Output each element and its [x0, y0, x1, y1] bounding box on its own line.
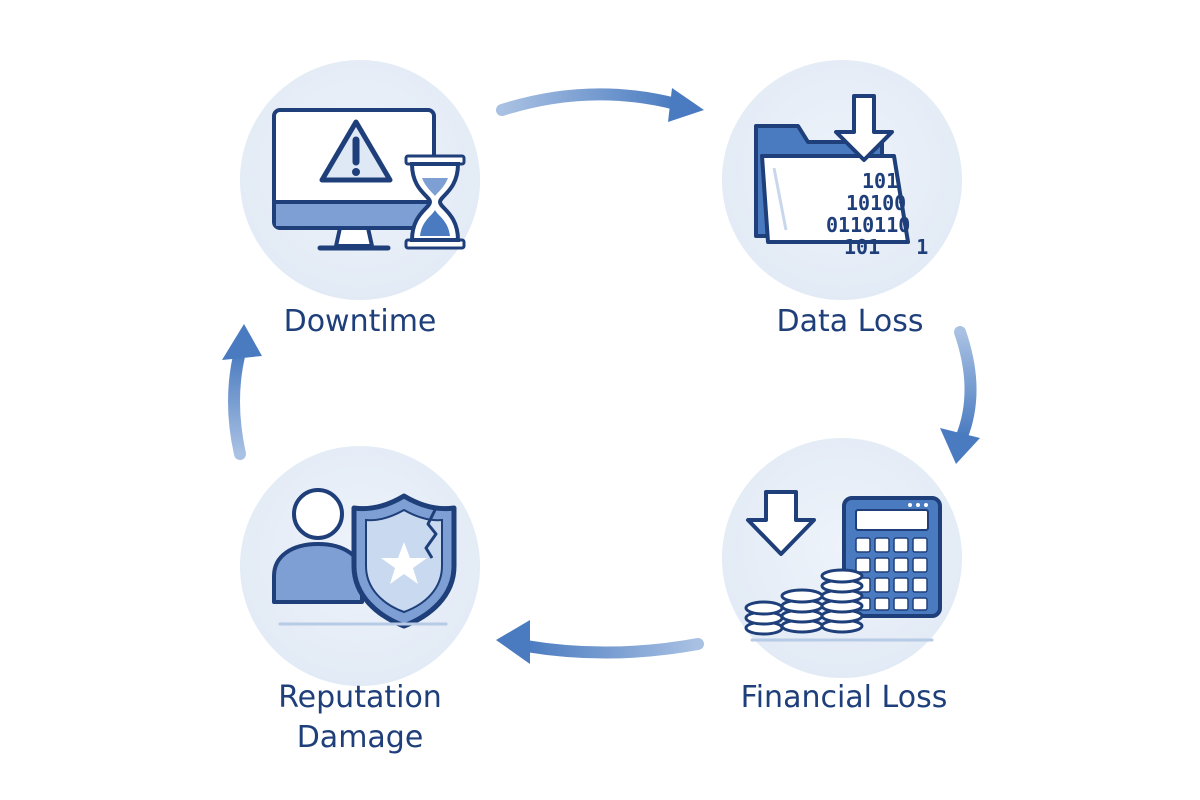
reputation-damage-label-line2: Damage [296, 720, 424, 755]
calculator-coins-down-arrow-icon [744, 490, 942, 642]
downtime-node [240, 60, 480, 300]
reputation-damage-label-line1: Reputation [278, 680, 442, 715]
downtime-label: Downtime [283, 304, 437, 339]
binary-row-3: 0110110 [826, 213, 910, 237]
financial-loss-label: Financial Loss [740, 680, 948, 715]
monitor-warning-hourglass-icon [272, 108, 466, 251]
binary-row-1: 101 [862, 169, 898, 193]
person-cracked-shield-icon [272, 488, 457, 629]
reputation-damage-node [240, 446, 480, 686]
folder-binary-download-icon: 101 10100 0110110 101 1 [754, 94, 928, 259]
data-loss-node: 101 10100 0110110 101 1 [722, 60, 962, 300]
data-loss-label: Data Loss [776, 304, 924, 339]
binary-row-2: 10100 [846, 191, 906, 215]
binary-row-4: 101 1 [844, 235, 928, 259]
reputation-damage-label: Reputation Damage [210, 678, 510, 758]
financial-loss-node [722, 438, 962, 678]
